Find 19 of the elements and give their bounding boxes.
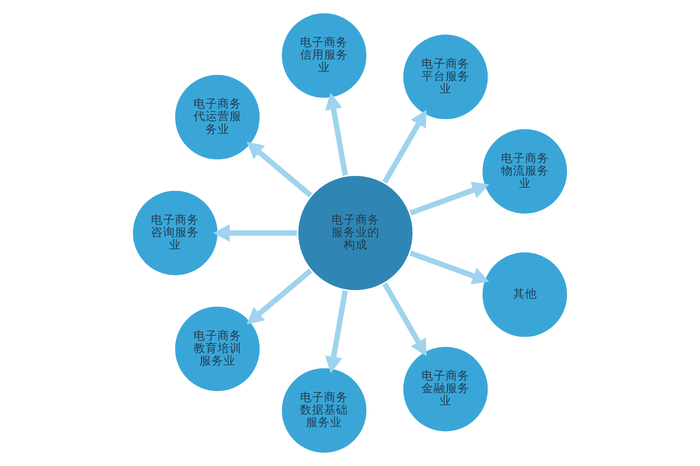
node-circle: 电子商务金融服务业: [400, 344, 491, 434]
node-circle: 电子商务代运营服务业: [172, 72, 262, 162]
arrow: [246, 268, 312, 324]
arrow: [246, 142, 312, 198]
node-circle: 电子商务服务业的构成: [296, 173, 416, 293]
arrow: [325, 290, 348, 374]
arrow: [325, 92, 348, 176]
arrow: [410, 182, 490, 216]
arrow: [382, 110, 427, 184]
node-circle: 电子商务平台服务业: [400, 32, 491, 122]
node-circle: 其他: [480, 250, 570, 340]
node-circle: 电子商务数据基础服务业: [279, 366, 370, 456]
arrow: [213, 224, 297, 242]
node-circle: 电子商务教育培训服务业: [172, 304, 262, 394]
node-circle: 电子商务咨询服务业: [130, 188, 220, 278]
node-circle: 电子商务物流服务业: [480, 126, 570, 216]
arrow: [382, 282, 427, 356]
node-circle: 电子商务信用服务业: [279, 10, 370, 100]
arrow: [410, 250, 490, 284]
